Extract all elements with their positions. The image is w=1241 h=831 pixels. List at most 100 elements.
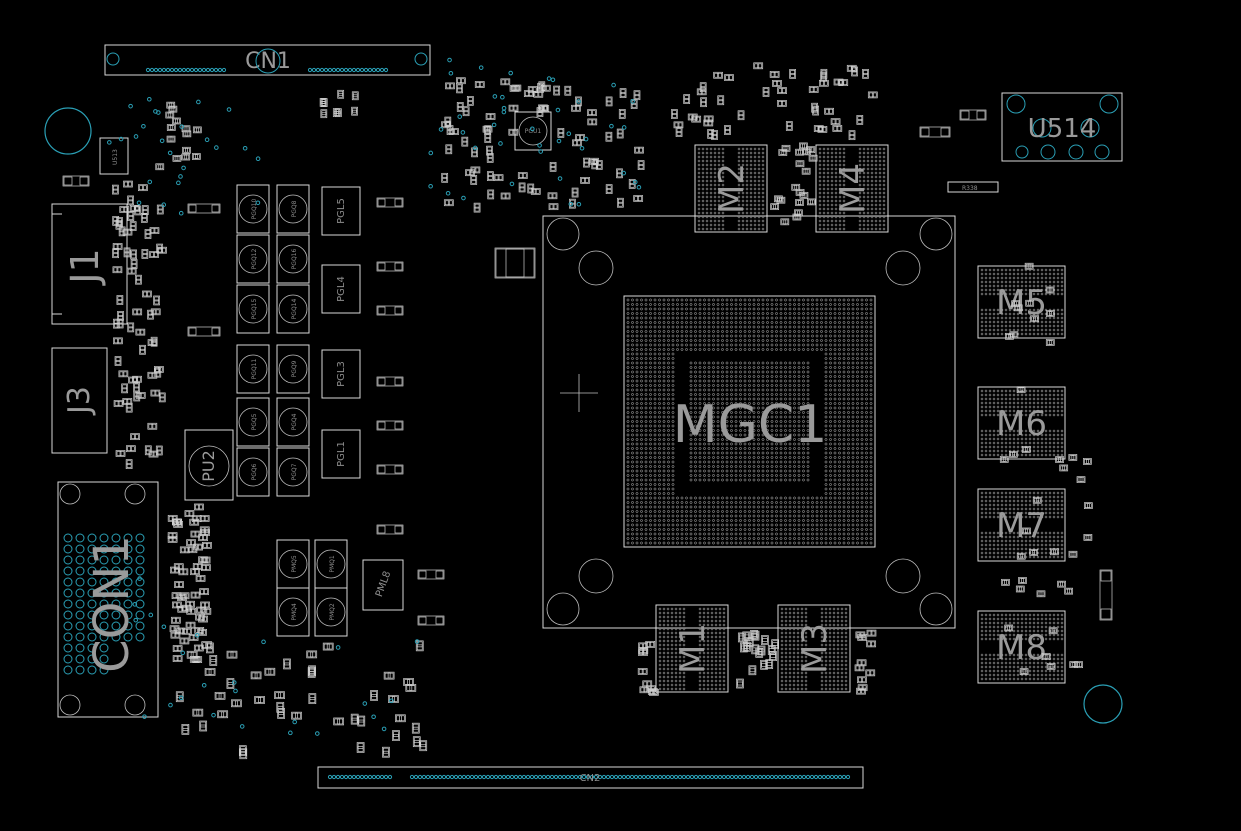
smd-part [153,295,160,306]
smd-part [1050,548,1059,556]
gpu-ball [653,433,657,437]
gpu-ball [743,424,747,428]
gpu-ball [631,523,634,527]
cn2-pin [801,774,807,780]
smd-part [449,128,459,135]
gpu-ball [712,411,715,414]
gpu-ball [671,415,675,419]
gpu-ball [730,460,733,464]
gpu-ball [698,303,702,306]
smd-part [811,102,818,113]
gpu-ball [802,379,805,383]
gpu-ball [761,321,765,324]
gpu-ball [806,424,810,428]
gpu-ball [833,483,837,486]
mounting-hole-right [1083,684,1123,724]
gpu-ball [829,514,832,518]
con1-pin [75,632,85,642]
smd-part [750,630,758,640]
gpu-ball [775,465,778,468]
gpu-ball [770,393,774,396]
gpu-ball [653,406,657,410]
pgq6-transistor: PGQ6 [236,447,270,497]
gpu-ball [694,429,697,432]
gpu-ball [658,411,661,414]
gpu-ball [712,420,715,423]
gpu-ball [806,474,810,477]
gpu-ball [802,420,805,423]
gpu-ball [847,379,850,383]
via [492,94,498,99]
gpu-ball [793,312,796,315]
gpu-ball [667,370,670,374]
gpu-ball [784,379,787,383]
gpu-ball [707,339,711,342]
cn2-pin [505,774,511,780]
gpu-ball [833,411,837,414]
gpu-ball [824,379,828,383]
con1-pin [123,610,133,620]
smd-part [147,339,158,346]
gpu-ball [653,523,657,527]
gpu-ball [806,384,810,387]
gpu-ball [685,330,688,333]
gpu-ball [662,316,666,320]
gpu-ball [775,316,778,320]
gpu-ball [626,451,630,455]
gpu-ball [716,501,720,504]
gpu-ball [770,456,774,459]
gpu-ball [784,375,787,378]
gpu-ball [716,393,720,396]
gpu-ball [752,402,756,405]
cn2-pin [541,774,547,780]
gpu-ball [757,442,760,446]
smd-part [308,665,316,677]
gpu-ball [712,528,715,531]
gpu-ball [653,487,657,491]
gpu-ball [856,384,859,387]
gpu-ball [761,393,765,396]
con1-pin [75,555,85,565]
gpu-ball [667,388,670,392]
gpu-ball [766,510,769,513]
gpu-ball [802,433,805,437]
gpu-ball [631,406,634,410]
gpu-ball [626,460,630,464]
gpu-ball [815,510,819,513]
cn2-pin [371,774,377,780]
gpu-ball [797,348,801,351]
gpu-ball [869,352,873,356]
gpu-ball [667,384,670,387]
gpu-ball [847,348,850,351]
gpu-ball [851,429,855,432]
pgq8-transistor: PGQ8 [276,184,310,234]
gpu-ball [788,433,792,437]
smd-part [824,107,834,115]
smd-part [170,631,181,639]
gpu-ball [671,523,675,527]
gpu-ball [757,505,760,509]
con1-pin [87,643,97,653]
smd-part [168,105,178,113]
gpu-ball [626,541,630,545]
gpu-ball [671,505,675,509]
cn1-pin [165,67,171,73]
smd-part [737,110,745,121]
cn1-pin [379,67,385,73]
gpu-ball [631,415,634,419]
smd-part [696,88,707,96]
smd-part [919,126,951,138]
gpu-ball [869,325,873,329]
gpu-ball [703,321,706,324]
gpu-ball [757,429,760,432]
gpu-ball [860,303,864,306]
gpu-ball [869,303,873,306]
gpu-ball [667,519,670,522]
gpu-ball [734,451,738,455]
gpu-ball [869,483,873,486]
gpu-ball [757,433,760,437]
gpu-ball [739,343,742,347]
smd-part [184,510,195,517]
gpu-ball [838,514,841,518]
gpu-ball [860,438,864,441]
